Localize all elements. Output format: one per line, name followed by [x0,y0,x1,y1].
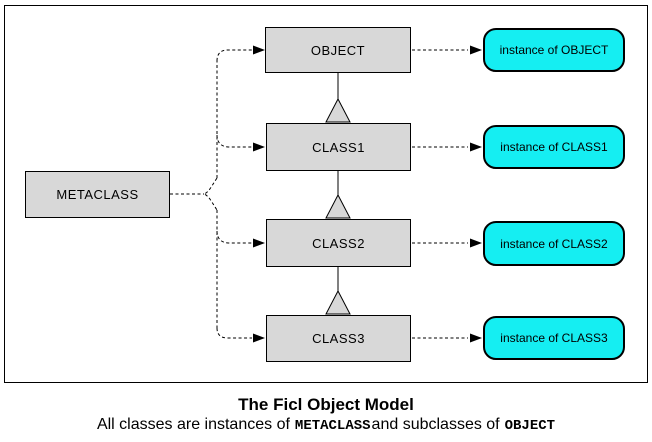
instance-box-class2: instance of CLASS2 [483,221,625,266]
caption: The Ficl Object Model All classes are in… [0,395,652,437]
class-box-class3: CLASS3 [266,315,411,362]
class-box-class1: CLASS1 [266,123,411,171]
instance-label: instance of CLASS1 [500,140,608,154]
class-box-class2: CLASS2 [266,219,411,267]
instance-label: instance of CLASS2 [500,236,608,251]
caption-code-metaclass: METACLASS [294,418,371,434]
instance-label: instance of OBJECT [499,43,609,57]
class-label: CLASS2 [312,235,365,251]
caption-text: and subclasses of [371,416,500,433]
class-label: CLASS3 [312,331,365,346]
class-label: CLASS1 [312,139,365,155]
metaclass-box: METACLASS [25,171,170,218]
metaclass-label: METACLASS [56,187,139,202]
instance-box-object: instance of OBJECT [483,28,625,72]
class-label: OBJECT [310,42,366,58]
instance-label: instance of CLASS3 [500,331,608,345]
caption-title: The Ficl Object Model [238,395,414,414]
instance-box-class1: instance of CLASS1 [483,125,625,169]
caption-code-object: OBJECT [504,418,556,434]
instance-box-class3: instance of CLASS3 [483,316,625,360]
caption-text: All classes are instances of [96,416,290,433]
class-box-object: OBJECT [265,27,411,73]
